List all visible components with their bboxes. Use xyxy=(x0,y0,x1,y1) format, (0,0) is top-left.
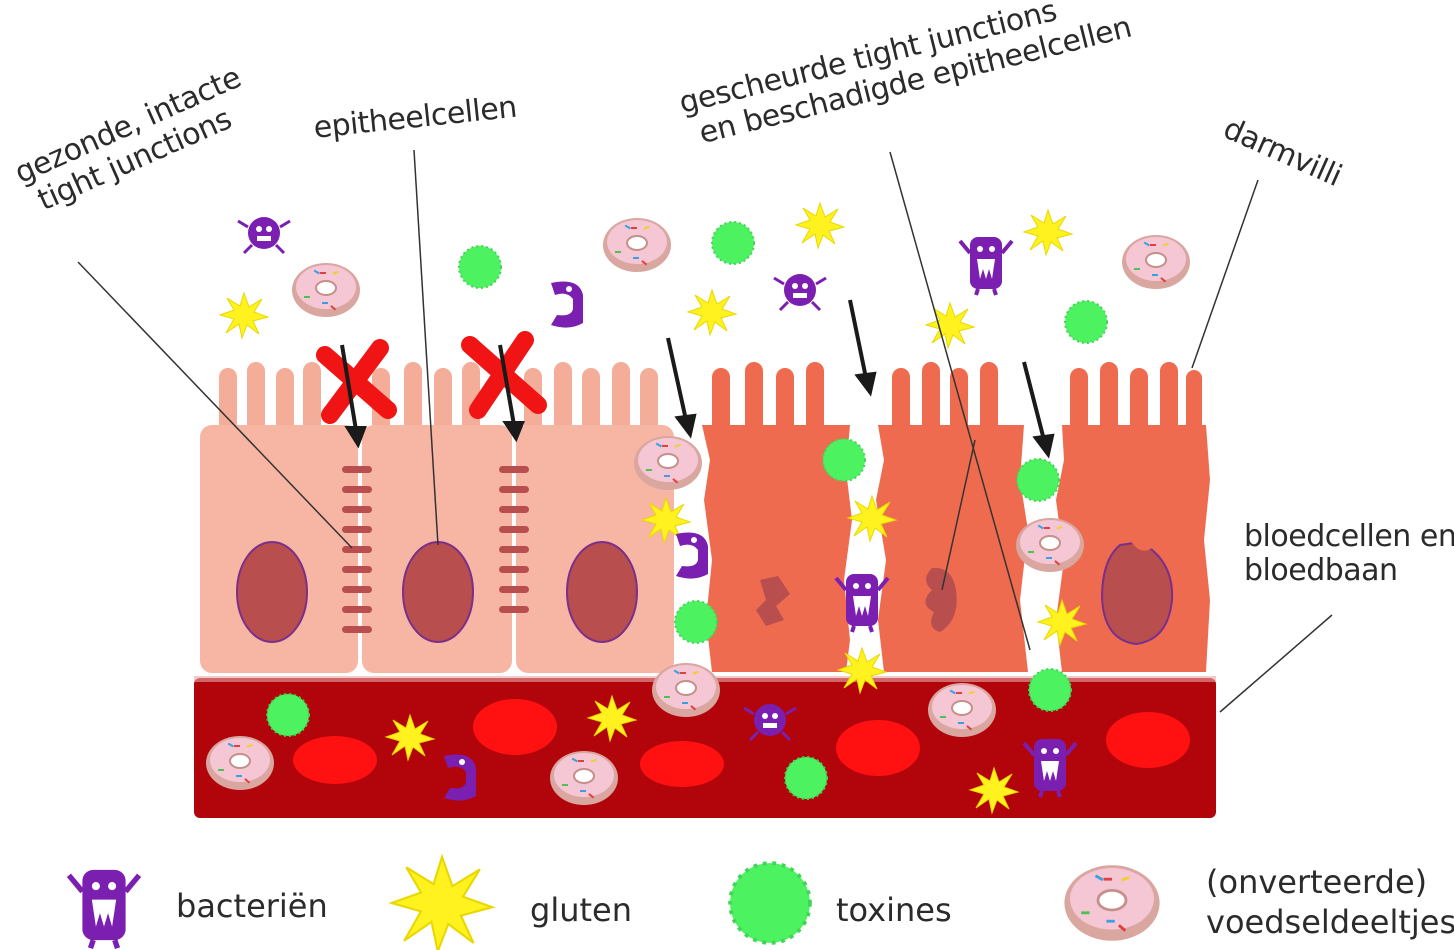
label-line: (onverteerde) xyxy=(1206,862,1454,902)
label-line: bloedcellen en xyxy=(1244,520,1454,554)
toxin-icon xyxy=(1065,301,1107,343)
nucleus xyxy=(567,542,637,642)
gluten-icon xyxy=(688,290,736,335)
red-blood-cell xyxy=(1106,712,1190,768)
red-blood-cell xyxy=(836,720,920,776)
toxin-icon xyxy=(675,601,717,643)
gluten-icon xyxy=(220,293,268,338)
lumen-particles xyxy=(220,203,1190,348)
legend-label-gluten: gluten xyxy=(530,892,632,928)
toxin-icon xyxy=(1017,459,1059,501)
red-blood-cell xyxy=(293,736,377,784)
toxin-icon xyxy=(1029,669,1071,711)
nucleus xyxy=(403,542,473,642)
donut-icon xyxy=(292,263,360,317)
toxin-icon xyxy=(823,439,865,481)
legend-label-bacteria: bacteriën xyxy=(176,888,328,924)
legend-label-toxins: toxines xyxy=(836,892,952,928)
legend-label-food: (onverteerde) voedseldeeltjes xyxy=(1206,862,1454,942)
red-blood-cell xyxy=(640,741,724,787)
bacteria-icon xyxy=(676,533,708,579)
bacteria-icon xyxy=(551,282,583,328)
toxin-icon xyxy=(267,694,309,736)
bacteria-icon xyxy=(238,217,290,253)
red-blood-cell xyxy=(473,699,557,755)
gluten-icon xyxy=(1024,210,1072,255)
label-blood: bloedcellen en bloedbaan xyxy=(1244,520,1454,588)
gluten-icon xyxy=(796,203,844,248)
damaged-epithelium xyxy=(702,362,1210,672)
donut-icon xyxy=(603,218,671,272)
donut-icon xyxy=(1064,865,1159,941)
toxin-icon xyxy=(712,222,754,264)
donut-icon xyxy=(1122,235,1190,289)
bacteria-icon xyxy=(960,237,1012,295)
donut-icon xyxy=(206,736,274,790)
nucleus xyxy=(237,542,307,642)
toxin-icon xyxy=(459,246,501,288)
donut-icon xyxy=(652,663,720,717)
gluten-icon xyxy=(926,303,974,348)
donut-icon xyxy=(634,436,702,490)
toxin-icon xyxy=(730,863,810,943)
label-line: voedseldeeltjes xyxy=(1206,902,1454,942)
toxin-icon xyxy=(785,757,827,799)
donut-icon xyxy=(1016,518,1084,572)
donut-icon xyxy=(550,751,618,805)
donut-icon xyxy=(928,683,996,737)
bacteria-icon xyxy=(774,274,826,310)
damaged-epithelial-cell xyxy=(876,425,1028,672)
gluten-icon xyxy=(392,857,493,950)
label-line: bloedbaan xyxy=(1244,554,1454,588)
bacteria-icon xyxy=(69,870,139,948)
